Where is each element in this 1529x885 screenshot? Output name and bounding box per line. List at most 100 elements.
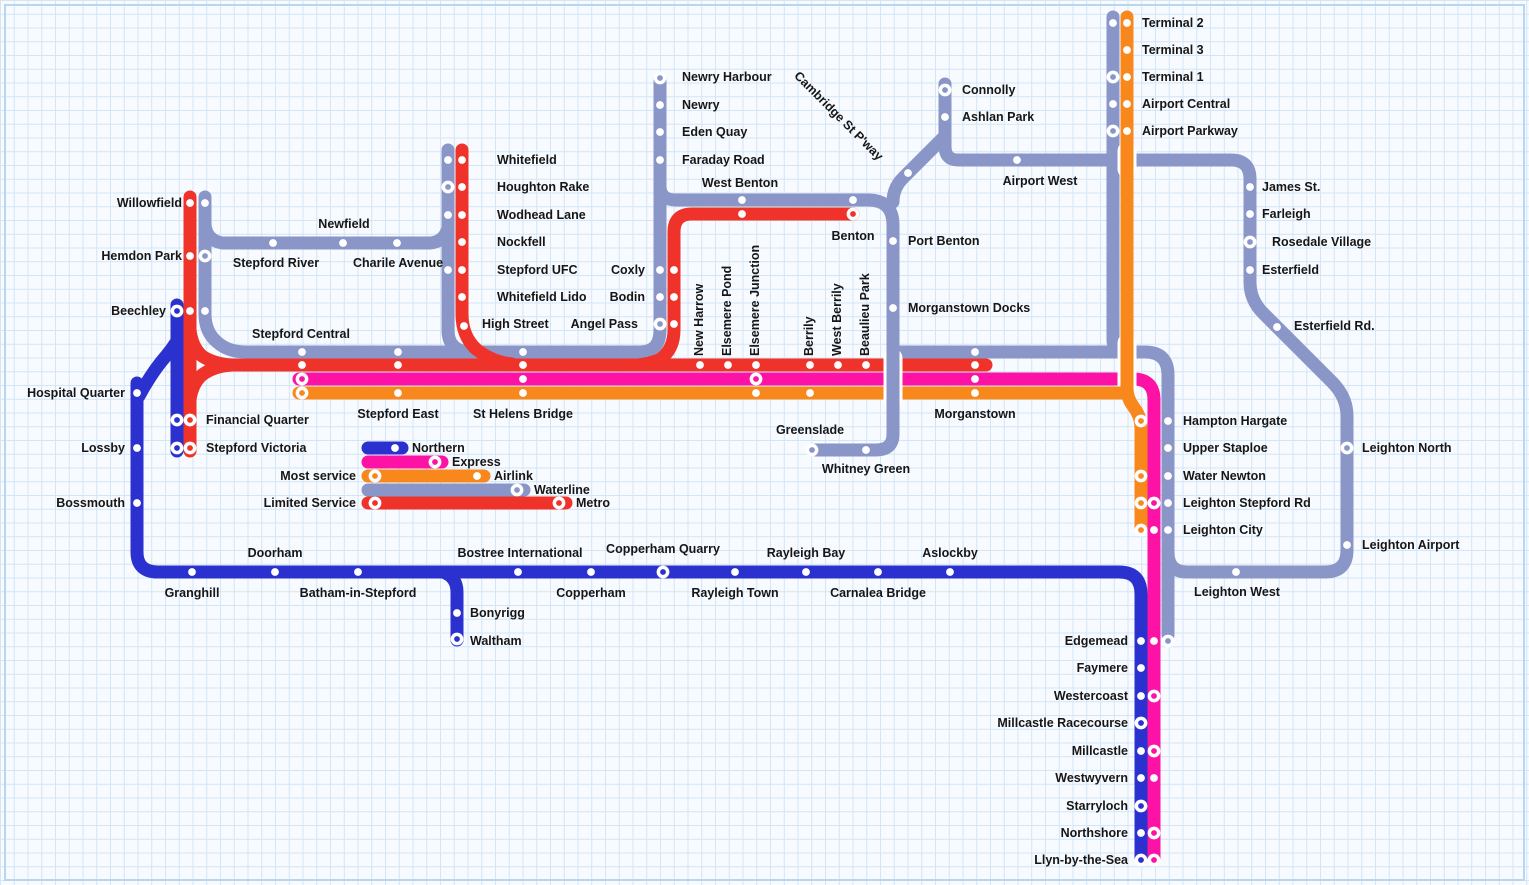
station-marker-hemdon-park[interactable] <box>186 249 212 263</box>
station-marker-leighton-stepford-rd[interactable] <box>1134 496 1172 510</box>
station-marker-bostree-international[interactable] <box>514 568 522 576</box>
station-marker-beaulieu-park[interactable] <box>862 361 870 369</box>
station-marker-copperham-quarry[interactable] <box>656 565 670 579</box>
station-marker-whitefield[interactable] <box>444 156 466 164</box>
station-marker-leighton-west[interactable] <box>1232 568 1240 576</box>
station-marker-stepford-victoria[interactable] <box>170 441 197 455</box>
station-marker-elsemere-junction[interactable] <box>749 361 763 397</box>
station-label-west-berrily: West Berrily <box>830 283 844 356</box>
station-marker-nockfell[interactable] <box>458 238 466 246</box>
station-marker-doorham[interactable] <box>271 568 279 576</box>
legend-line-airlink <box>361 469 491 483</box>
station-marker-rayleigh-bay[interactable] <box>802 568 810 576</box>
station-marker-stepford-river[interactable] <box>269 239 277 247</box>
station-marker-water-newton[interactable] <box>1134 469 1172 483</box>
station-marker-west-benton[interactable] <box>738 196 746 218</box>
station-marker-llyn-by-the-sea[interactable] <box>1134 853 1161 867</box>
station-marker-hampton-hargate[interactable] <box>1134 414 1172 428</box>
station-label-bonyrigg: Bonyrigg <box>470 606 525 620</box>
station-marker-new-harrow[interactable] <box>696 361 704 369</box>
station-marker-connolly[interactable] <box>938 83 952 97</box>
legend-label-waterline: Waterline <box>534 483 590 497</box>
station-marker-financial-quarter[interactable] <box>170 413 197 427</box>
station-marker-eden-quay[interactable] <box>656 128 664 136</box>
station-marker-faraday-road[interactable] <box>656 156 664 164</box>
station-marker-elsemere-pond[interactable] <box>724 361 732 369</box>
station-marker-rayleigh-town[interactable] <box>731 568 739 576</box>
station-label-whitefield-lido: Whitefield Lido <box>497 290 587 304</box>
station-marker-morganstown[interactable] <box>971 348 979 397</box>
station-marker-terminal-1[interactable] <box>1106 70 1131 84</box>
station-marker-westwyvern[interactable] <box>1137 774 1158 782</box>
station-marker-morganstown-docks[interactable] <box>889 304 897 312</box>
station-label-leighton-north: Leighton North <box>1362 441 1452 455</box>
station-label-doorham: Doorham <box>247 546 303 560</box>
station-marker-beechley[interactable] <box>170 304 209 318</box>
station-marker-copperham[interactable] <box>587 568 595 576</box>
station-marker-leighton-north[interactable] <box>1340 441 1354 455</box>
station-marker-waltham[interactable] <box>450 632 464 646</box>
station-marker-faymere[interactable] <box>1137 664 1145 672</box>
station-marker-esterfield[interactable] <box>1246 266 1254 274</box>
station-marker-rosedale-village[interactable] <box>1243 235 1257 249</box>
station-marker-farleigh[interactable] <box>1246 210 1254 218</box>
station-marker-millcastle-racecourse[interactable] <box>1134 716 1148 730</box>
station-marker-bodin[interactable] <box>656 293 678 301</box>
legend-line-waterline <box>361 483 531 497</box>
station-marker-lossby[interactable] <box>133 444 141 452</box>
station-marker-esterfield-rd[interactable] <box>1273 323 1281 331</box>
station-marker-aslockby[interactable] <box>946 568 954 576</box>
station-marker-granghill[interactable] <box>188 568 196 576</box>
station-marker-whitney-green[interactable] <box>862 446 870 454</box>
station-marker-airport-parkway[interactable] <box>1106 124 1131 138</box>
station-marker-high-street[interactable] <box>460 322 468 330</box>
station-marker-greenslade[interactable] <box>805 443 819 457</box>
station-marker-charile-avenue[interactable] <box>393 239 401 247</box>
station-marker-starryloch[interactable] <box>1134 799 1148 813</box>
station-marker-stepford-ufc[interactable] <box>444 266 466 274</box>
station-marker-millcastle[interactable] <box>1137 744 1161 758</box>
station-marker-angel-pass[interactable] <box>653 317 678 331</box>
station-marker-carnalea-bridge[interactable] <box>874 568 882 576</box>
station-marker-benton[interactable] <box>846 196 860 221</box>
station-marker-northshore[interactable] <box>1137 826 1161 840</box>
station-marker-terminal-2[interactable] <box>1109 19 1131 27</box>
station-marker-berrily[interactable] <box>806 361 814 397</box>
station-marker-coxly[interactable] <box>656 266 678 274</box>
station-marker-bossmouth[interactable] <box>133 499 141 507</box>
station-marker-james-st[interactable] <box>1246 183 1254 191</box>
station-marker-st-helens-bridge[interactable] <box>519 348 527 397</box>
station-label-financial-quarter: Financial Quarter <box>206 413 309 427</box>
station-marker-leighton-city[interactable] <box>1134 523 1172 537</box>
station-marker-newry[interactable] <box>656 101 664 109</box>
station-marker-upper-staploe[interactable] <box>1164 444 1172 452</box>
station-label-newry: Newry <box>682 98 720 112</box>
station-marker-batham-in-stepford[interactable] <box>354 568 362 576</box>
station-marker-newfield[interactable] <box>339 239 347 247</box>
station-marker-whitefield-lido[interactable] <box>458 293 466 301</box>
station-marker-newry-harbour[interactable] <box>653 71 667 85</box>
station-marker-bonyrigg[interactable] <box>453 609 461 617</box>
station-marker-ashlan-park[interactable] <box>941 113 949 121</box>
station-marker-stepford-central[interactable] <box>295 348 309 400</box>
station-label-cambridge-st-p-way: Cambridge St P'way <box>791 68 886 164</box>
station-marker-hospital-quarter[interactable] <box>133 389 141 397</box>
station-label-copperham: Copperham <box>556 586 626 600</box>
station-marker-west-berrily[interactable] <box>834 361 842 369</box>
station-marker-wodhead-lane[interactable] <box>444 211 466 219</box>
station-marker-willowfield[interactable] <box>186 199 209 207</box>
station-marker-terminal-3[interactable] <box>1123 46 1131 54</box>
station-marker-houghton-rake[interactable] <box>441 180 466 194</box>
station-marker-westercoast[interactable] <box>1137 689 1161 703</box>
station-label-leighton-stepford-rd: Leighton Stepford Rd <box>1183 496 1311 510</box>
station-marker-cambridge-st-p-way[interactable] <box>904 169 912 177</box>
station-marker-leighton-airport[interactable] <box>1343 541 1351 549</box>
station-marker-airport-west[interactable] <box>1013 156 1021 164</box>
station-marker-port-benton[interactable] <box>889 237 897 245</box>
station-marker-stepford-east[interactable] <box>394 348 402 397</box>
station-label-stepford-ufc: Stepford UFC <box>497 263 578 277</box>
station-label-llyn-by-the-sea: Llyn-by-the-Sea <box>1034 853 1128 867</box>
station-marker-airport-central[interactable] <box>1109 100 1131 108</box>
station-marker-edgemead[interactable] <box>1137 634 1175 648</box>
